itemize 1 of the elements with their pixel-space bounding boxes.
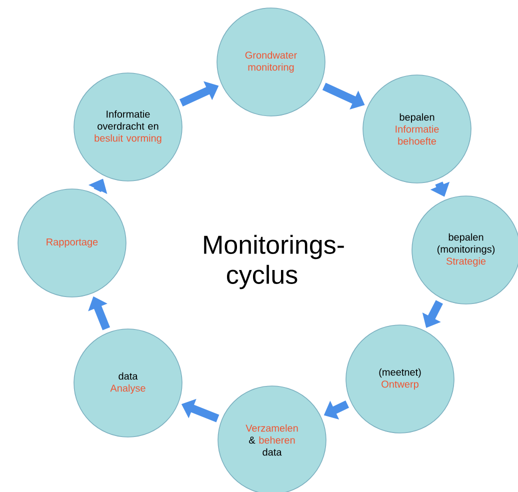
- title: Monitorings- cyclus: [204, 234, 344, 290]
